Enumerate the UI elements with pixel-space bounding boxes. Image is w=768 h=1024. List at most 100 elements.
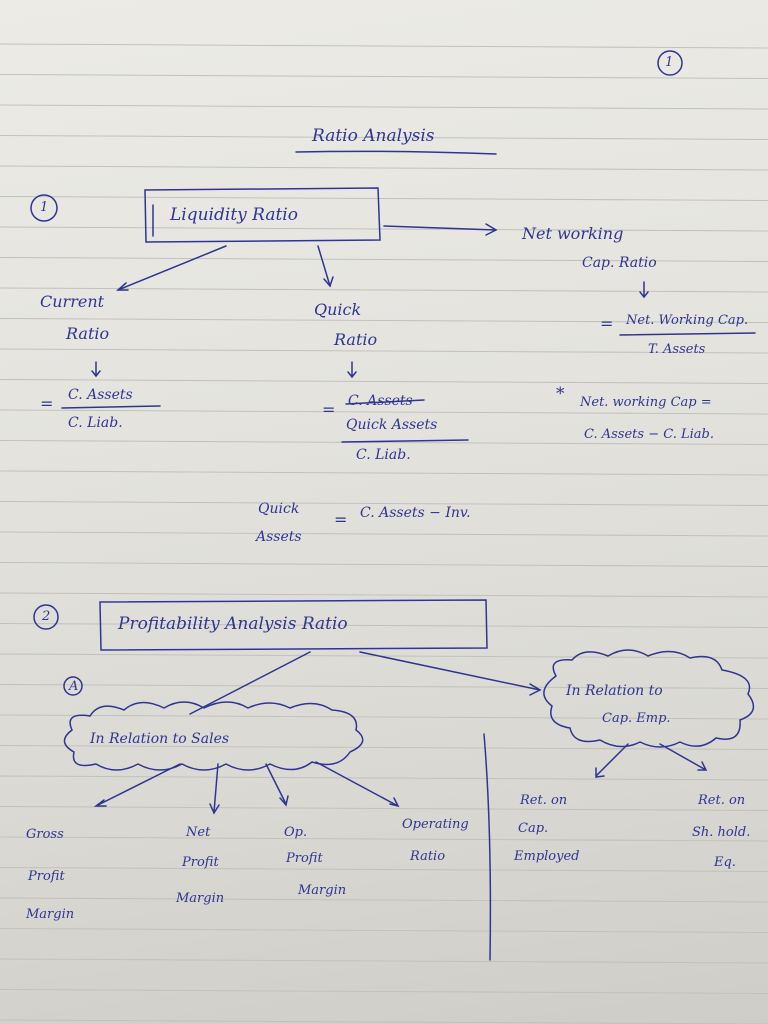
ruled-line	[0, 867, 768, 872]
net-l1: Net	[186, 825, 211, 840]
ruled-line	[0, 440, 768, 445]
arrow-sales-cloud	[189, 651, 311, 715]
ruled-line	[0, 623, 768, 628]
nwc-star: *	[556, 384, 565, 404]
ruled-line	[0, 165, 768, 171]
ruled-line	[0, 836, 768, 842]
ruled-line	[0, 1019, 768, 1024]
ruled-line	[0, 958, 768, 964]
gross-l1: Gross	[26, 827, 64, 842]
cap-cloud-line2: Cap. Emp.	[602, 711, 671, 726]
cap-cloud-line1: In Relation to	[566, 683, 663, 699]
ruled-line	[0, 928, 768, 933]
arrowhead	[485, 223, 498, 236]
ruled-line	[0, 684, 768, 689]
operating-l2: Ratio	[410, 849, 446, 864]
profitability-heading: Profitability Analysis Ratio	[118, 614, 348, 634]
down-arrow-quick	[347, 361, 357, 379]
arrow-net-working	[383, 225, 497, 231]
ruled-line	[0, 806, 768, 811]
arrow-gross	[93, 763, 181, 807]
ruled-line	[0, 43, 768, 49]
sub-marker: A	[69, 679, 79, 694]
arrowhead	[116, 282, 129, 291]
nwc-note-line1: Net. working Cap =	[580, 395, 712, 410]
ruled-line	[0, 226, 768, 232]
page-number: 1	[665, 55, 674, 70]
arrow-roe	[659, 743, 708, 771]
current-denominator: C. Liab.	[68, 415, 123, 431]
arrow-current-ratio	[117, 245, 227, 291]
ruled-line	[0, 196, 768, 201]
quick-eq: =	[322, 400, 336, 419]
section1-circle	[30, 194, 58, 222]
down-arrow-current	[91, 361, 101, 378]
liquidity-heading: Liquidity Ratio	[170, 205, 298, 225]
roce-l2: Cap.	[518, 821, 549, 836]
roe-l1: Ret. on	[698, 793, 746, 808]
divider-line	[483, 733, 492, 961]
ruled-line	[0, 653, 768, 659]
quick-name-line2: Ratio	[334, 330, 378, 349]
ruled-line	[0, 501, 768, 506]
nwc-note-line2: C. Assets − C. Liab.	[584, 427, 714, 442]
strike-line	[345, 399, 425, 405]
net-l3: Margin	[176, 891, 225, 906]
quick-struck: C. Assets	[348, 393, 413, 409]
ruled-line	[0, 775, 768, 781]
page-number-circle	[657, 50, 683, 76]
arrow-roce	[595, 743, 629, 778]
sub-marker-circle	[63, 676, 83, 696]
cap-cloud	[543, 649, 755, 748]
profitability-box	[99, 599, 488, 651]
nwc-name-line2: Cap. Ratio	[582, 255, 657, 271]
roce-l1: Ret. on	[520, 793, 568, 808]
op-l3: Margin	[298, 883, 347, 898]
roce-l3: Employed	[514, 849, 580, 864]
arrow-op	[265, 763, 289, 807]
section1-number: 1	[40, 200, 49, 215]
quick-assets-formula: C. Assets − Inv.	[360, 505, 471, 521]
op-l1: Op.	[284, 825, 308, 840]
ruled-line	[0, 348, 768, 354]
arrow-net	[209, 763, 220, 815]
operating-l1: Operating	[402, 817, 469, 832]
ruled-line	[0, 409, 768, 415]
current-eq: =	[40, 394, 54, 413]
ruled-line	[0, 379, 768, 384]
sales-cloud-label: In Relation to Sales	[90, 731, 230, 747]
current-name-line2: Ratio	[66, 324, 110, 343]
sales-cloud	[63, 701, 364, 771]
quick-assets-eq: =	[334, 510, 348, 529]
page-title: Ratio Analysis	[312, 126, 435, 146]
net-l2: Profit	[182, 855, 219, 870]
section2-number: 2	[42, 609, 51, 624]
ruled-line	[0, 592, 768, 598]
ruled-line	[0, 257, 768, 262]
fraction-line-quick	[341, 439, 469, 443]
quick-assets-line2: Assets	[256, 529, 302, 545]
op-l2: Profit	[286, 851, 323, 866]
ruled-line	[0, 470, 768, 476]
ruled-line	[0, 714, 768, 720]
gross-l3: Margin	[26, 907, 75, 922]
arrowhead	[529, 683, 542, 696]
current-name-line1: Current	[40, 292, 105, 311]
arrow-operating	[315, 761, 400, 808]
ruled-line	[0, 531, 768, 537]
nwc-eq: =	[600, 314, 614, 333]
liquidity-box	[144, 187, 381, 243]
quick-numerator: Quick Assets	[346, 417, 438, 433]
down-arrow-nwc	[639, 281, 649, 299]
nwc-name-line1: Net working	[522, 224, 624, 243]
fraction-line-nwc	[619, 332, 756, 336]
arrow-quick-ratio	[317, 245, 331, 287]
quick-denominator: C. Liab.	[356, 447, 411, 463]
ruled-line	[0, 104, 768, 110]
ruled-line	[0, 74, 768, 79]
title-underline	[295, 150, 497, 155]
nwc-numerator: Net. Working Cap.	[626, 313, 749, 328]
ruled-line	[0, 989, 768, 994]
ruled-line	[0, 562, 768, 567]
